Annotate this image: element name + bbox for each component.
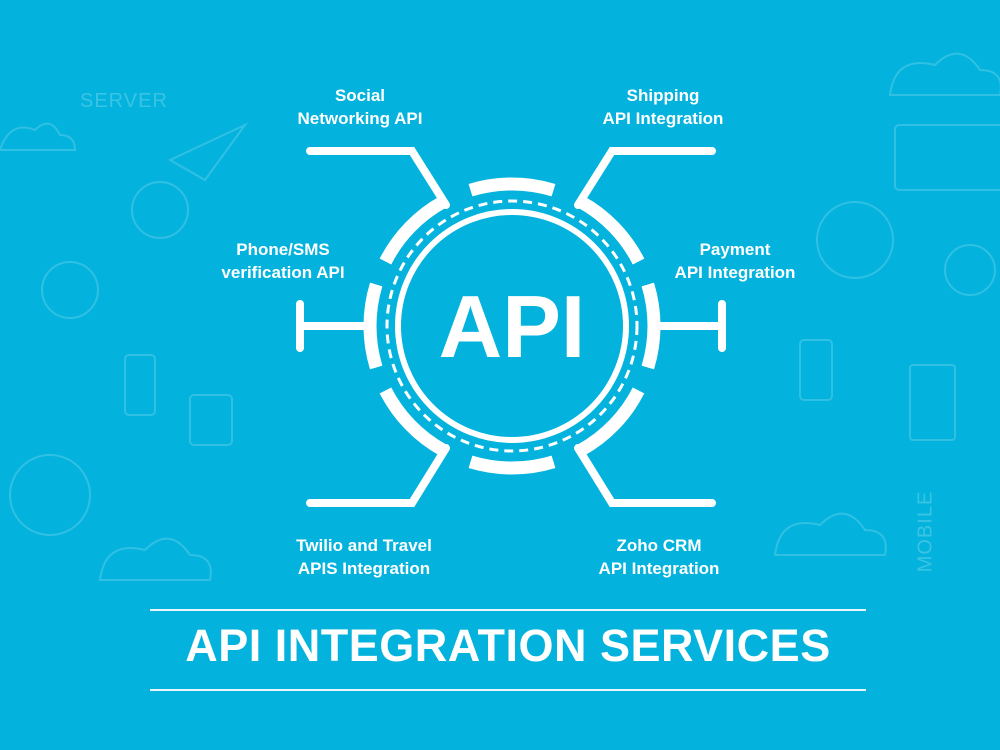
cloud-icon-3	[773, 512, 887, 556]
service-line1: Zoho CRM	[616, 536, 702, 555]
service-line1: Social	[334, 86, 386, 105]
video-player-icon	[894, 124, 1000, 191]
gear-icon	[944, 244, 996, 296]
service-line1: Phone/SMS	[236, 240, 330, 259]
connector-line	[574, 147, 716, 209]
inner-ring	[395, 209, 629, 443]
pie-chart-icon	[41, 261, 99, 319]
paper-plane-icon	[167, 122, 249, 182]
connector-line	[306, 444, 450, 507]
service-line2: Networking API	[297, 109, 423, 128]
at-sign-icon	[131, 181, 189, 239]
service-line1: Payment	[699, 240, 771, 259]
connector-line	[306, 147, 450, 209]
dashed-ring	[385, 199, 639, 453]
clock-icon	[9, 454, 91, 536]
service-line1: Twilio and Travel	[296, 536, 432, 555]
background-doodles	[0, 52, 1000, 581]
outer-ring-segment	[379, 387, 447, 456]
plug-icon-2	[799, 339, 833, 401]
outer-ring-segment	[379, 196, 447, 265]
lock-icon	[189, 394, 233, 446]
outer-ring-segment	[468, 177, 556, 197]
background-server-text: SERVER	[80, 90, 168, 112]
service-line2: API Integration	[598, 559, 720, 578]
outer-ring-segment	[468, 455, 556, 475]
api-hub	[296, 147, 726, 507]
power-icon	[816, 201, 894, 279]
title-rule-bottom	[150, 689, 866, 691]
door-icon	[909, 364, 956, 441]
cloud-icon-4	[888, 52, 1000, 96]
connector-line	[574, 444, 716, 507]
center-api-label: API	[439, 277, 586, 376]
service-phone-sms: Phone/SMS verification API	[163, 238, 403, 284]
outer-ring-segment	[577, 196, 645, 265]
service-line2: verification API	[221, 263, 345, 282]
service-line2: API Integration	[674, 263, 796, 282]
cloud-icon	[0, 122, 77, 151]
title-rule-top	[150, 609, 866, 611]
service-zoho-crm: Zoho CRM API Integration	[539, 534, 779, 580]
service-line2: APIS Integration	[297, 559, 431, 578]
plug-icon	[124, 354, 156, 416]
service-line2: API Integration	[602, 109, 724, 128]
page-title: API INTEGRATION SERVICES	[185, 620, 831, 671]
outer-ring-segment	[577, 387, 645, 456]
service-line1: Shipping	[626, 86, 700, 105]
cloud-icon-2	[98, 537, 212, 581]
